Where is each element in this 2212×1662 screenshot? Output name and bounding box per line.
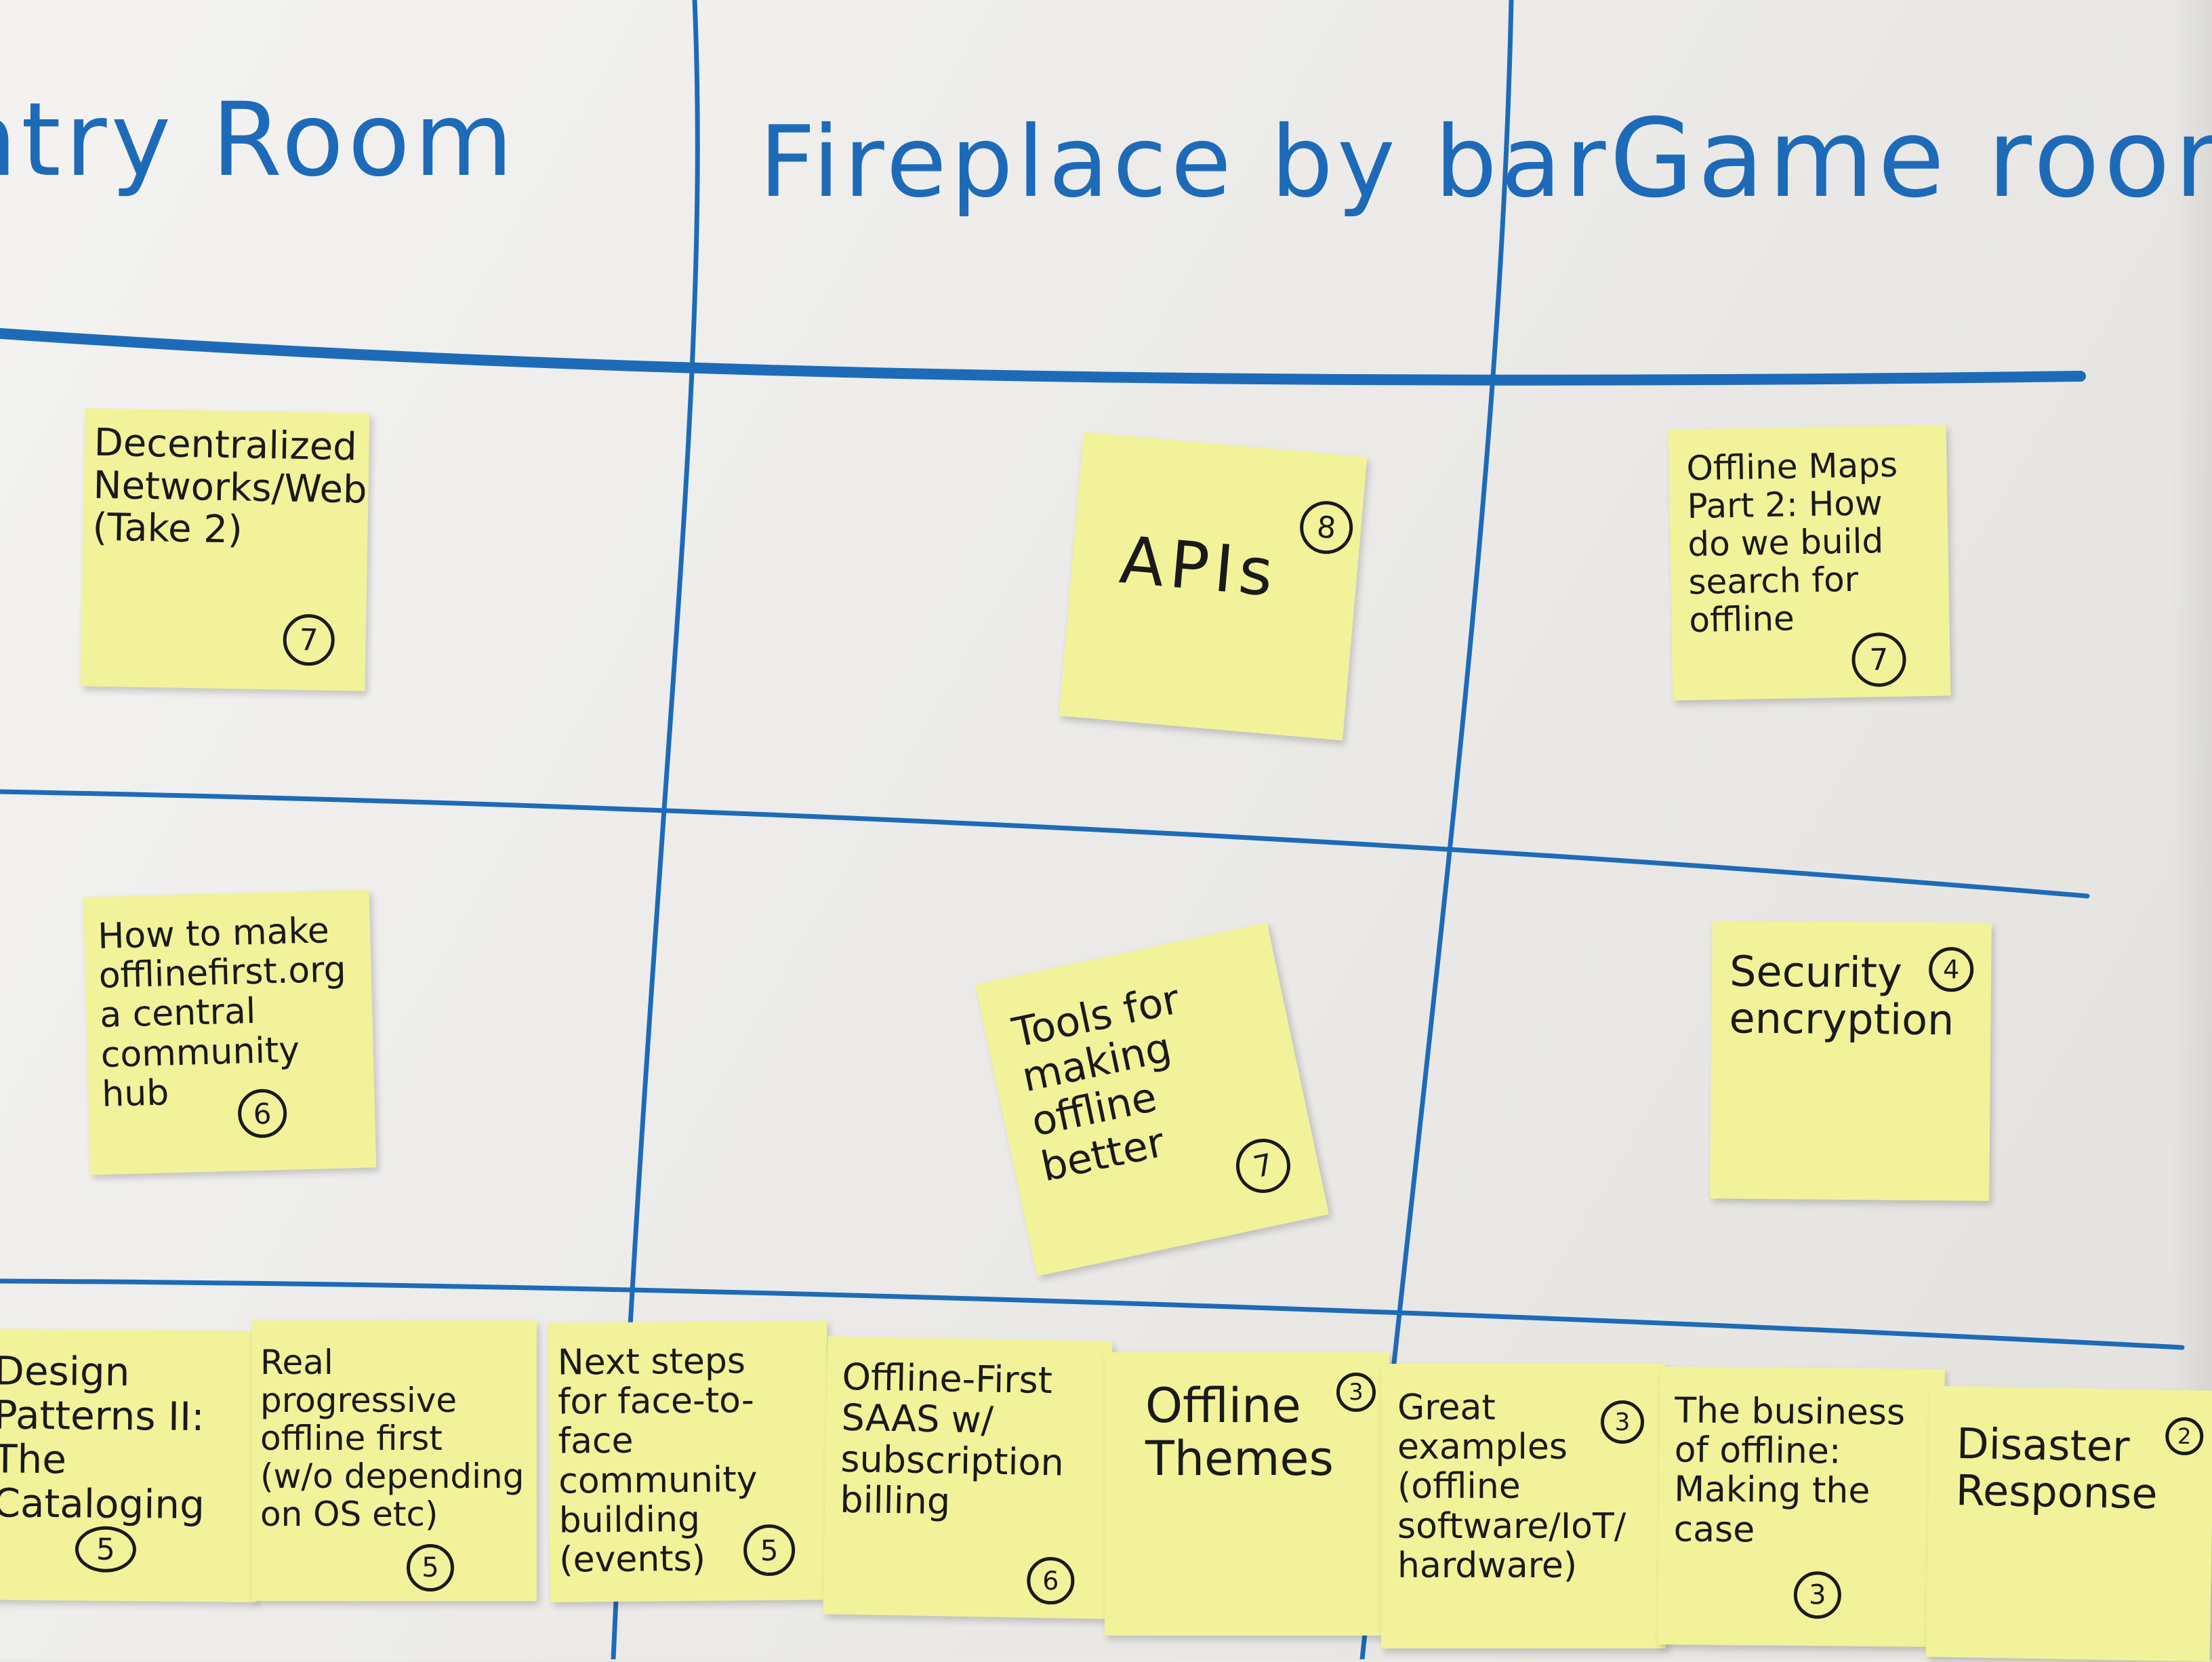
vote-count-badge: 3: [1336, 1373, 1376, 1412]
sticky-note-security: Security encryption 4: [1710, 920, 1992, 1201]
note-text: Offline-First SAAS w/ subscription billi…: [839, 1355, 1065, 1523]
header-room-3: Game room: [1610, 95, 2212, 222]
vote-count-badge: 6: [1026, 1556, 1075, 1605]
note-text: Offline Themes: [1145, 1378, 1334, 1487]
sticky-note-decentralized: Decentralized Networks/Web (Take 2) 7: [80, 408, 370, 691]
vertical-line-left: [611, 0, 700, 1659]
note-text: Disaster Response: [1955, 1419, 2158, 1519]
vote-count-badge: 6: [237, 1088, 288, 1139]
note-text: APIs: [1117, 522, 1282, 612]
sticky-note-real-progressive: Real progressive offline first (w/o depe…: [252, 1320, 537, 1601]
sticky-note-offlinefirst-org: How to make offlinefirst.org a central c…: [83, 889, 377, 1175]
vote-count-badge: 3: [1601, 1400, 1644, 1444]
note-text: Great examples (offline software/IoT/ ha…: [1397, 1387, 1626, 1586]
vertical-line-right: [1359, 0, 1514, 1659]
sticky-note-apis: APIs 8: [1059, 432, 1368, 741]
vote-count-badge: 5: [743, 1524, 796, 1577]
horizontal-line-top: [0, 328, 2086, 386]
horizontal-line-bottom: [0, 1278, 2185, 1350]
vote-count-badge: 3: [1793, 1570, 1842, 1619]
sticky-note-themes: Offline Themes 3: [1105, 1352, 1389, 1636]
vote-count-badge: 7: [283, 613, 335, 666]
vote-count-badge: 5: [407, 1544, 454, 1592]
vote-count-badge: 8: [1297, 498, 1355, 556]
sticky-note-design-patterns: Design Patterns II: The Cataloging 5: [0, 1329, 259, 1602]
note-text: How to make offlinefirst.org a central c…: [97, 910, 347, 1115]
sticky-note-business: The business of offline: Making the case…: [1658, 1366, 1945, 1647]
vote-count-badge: 4: [1928, 947, 1974, 992]
note-text: Real progressive offline first (w/o depe…: [260, 1343, 525, 1534]
sticky-note-offline-maps: Offline Maps Part 2: How do we build sea…: [1668, 424, 1951, 701]
header-room-2: Fireplace by bar: [759, 105, 1610, 220]
vote-count-badge: 2: [2165, 1417, 2204, 1456]
header-room-1: ntry Room: [0, 81, 518, 199]
note-text: Design Patterns II: The Cataloging: [0, 1347, 205, 1528]
note-text: The business of offline: Making the case: [1673, 1390, 1906, 1551]
sticky-note-disaster: Disaster Response 2: [1925, 1385, 2212, 1662]
note-text: Decentralized Networks/Web (Take 2): [91, 420, 368, 552]
sticky-note-saas: Offline-First SAAS w/ subscription billi…: [823, 1336, 1113, 1619]
note-text: Offline Maps Part 2: How do we build sea…: [1686, 445, 1898, 641]
sticky-note-tools: Tools for making offline better 7: [975, 923, 1329, 1276]
vote-count-badge: 5: [75, 1526, 137, 1573]
horizontal-line-middle: [0, 789, 2090, 899]
sticky-note-great-examples: Great examples (offline software/IoT/ ha…: [1381, 1364, 1666, 1648]
vote-count-badge: 7: [1851, 632, 1907, 687]
sticky-note-next-steps: Next steps for face-to-face community bu…: [548, 1320, 830, 1602]
